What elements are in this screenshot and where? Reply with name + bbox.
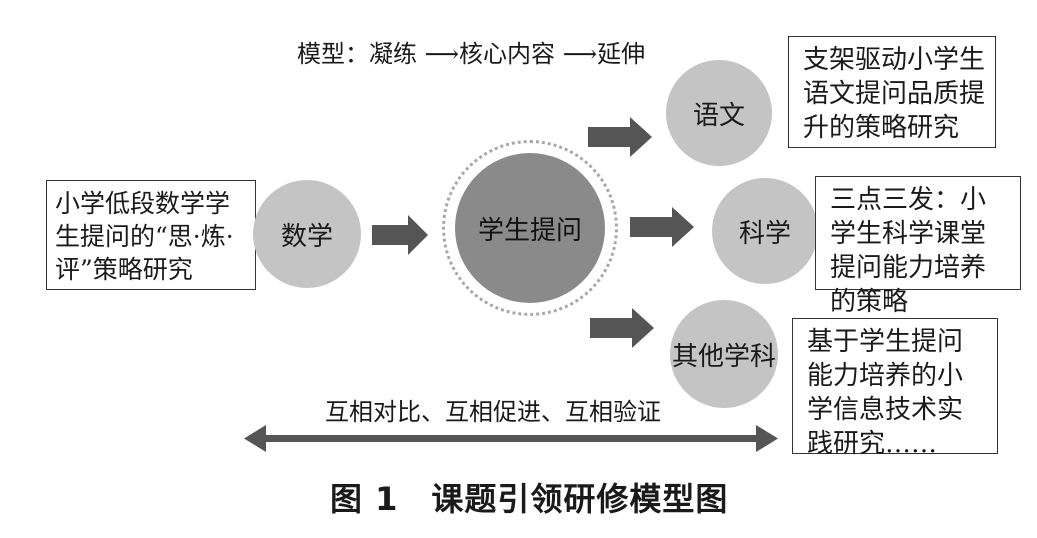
others-topic-text: 基于学生提问能力培养的小学信息技术实践研究…… <box>807 327 964 459</box>
others-topic-box: 基于学生提问能力培养的小学信息技术实践研究…… <box>792 318 998 459</box>
arrow-center-to-science <box>630 207 694 247</box>
model-line: 模型：凝练 ⟶核心内容 ⟶延伸 <box>297 34 645 69</box>
model-prefix: 模型：凝练 <box>297 40 417 68</box>
mutual-relation-text: 互相对比、互相促进、互相验证 <box>325 398 661 426</box>
arrow-center-to-chinese <box>588 117 652 157</box>
chinese-topic-text: 支架驱动小学生语文提问品质提升的策略研究 <box>803 45 986 143</box>
center-dotted-ring <box>442 140 618 316</box>
math-topic-box: 小学低段数学学生提问的“思·炼·评”策略研究 <box>46 180 256 290</box>
model-middle: 核心内容 <box>459 40 556 68</box>
arrow-math-to-center <box>372 215 428 255</box>
others-circle-label: 其他学科 <box>671 341 776 372</box>
model-suffix: 延伸 <box>597 40 646 68</box>
math-circle-label: 数学 <box>280 221 333 252</box>
chinese-circle: 语文 <box>666 60 772 166</box>
science-topic-text: 三点三发：小学生科学课堂提问能力培养的策略 <box>830 185 987 317</box>
center-circle: 学生提问 <box>455 153 605 303</box>
center-circle-label: 学生提问 <box>477 215 582 246</box>
chinese-topic-box: 支架驱动小学生语文提问品质提升的策略研究 <box>788 36 996 148</box>
arrow-center-to-others <box>590 308 654 348</box>
math-topic-text: 小学低段数学学生提问的“思·炼·评”策略研究 <box>55 189 234 284</box>
double-arrow-bottom <box>244 425 778 452</box>
model-arrow-1: ⟶ <box>424 40 460 68</box>
science-topic-box: 三点三发：小学生科学课堂提问能力培养的策略 <box>815 176 1021 317</box>
figure-caption: 图 1 课题引领研修模型图 <box>330 480 729 518</box>
science-circle-label: 科学 <box>738 218 791 249</box>
others-circle: 其他学科 <box>670 300 778 408</box>
model-arrow-2: ⟶ <box>562 40 598 68</box>
chinese-circle-label: 语文 <box>692 100 745 131</box>
math-circle: 数学 <box>253 180 361 288</box>
science-circle: 科学 <box>712 178 818 284</box>
